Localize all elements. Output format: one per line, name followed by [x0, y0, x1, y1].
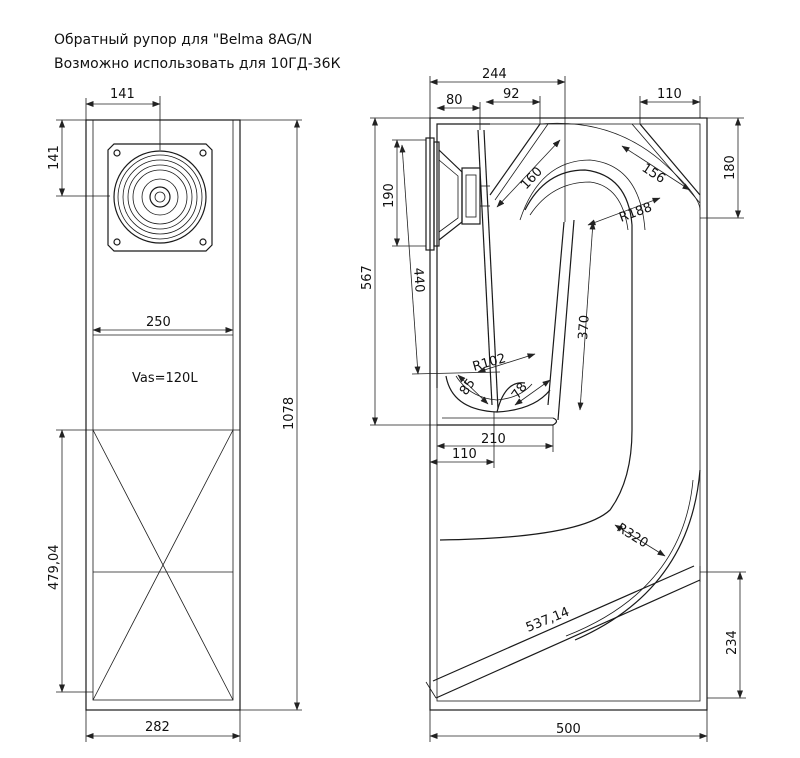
- dim-total-height: 1078: [282, 397, 297, 430]
- dim-speaker-height: 141: [47, 145, 62, 170]
- dim-r320: R320: [614, 521, 651, 552]
- dim-110-top: 110: [657, 87, 682, 102]
- dim-r188: R188: [617, 200, 654, 226]
- side-view: 244 80 92 110 180 190 160 156 R188 567 4…: [360, 67, 746, 742]
- dim-156: 156: [639, 161, 668, 187]
- horn-mouth-panel: [432, 565, 695, 682]
- side-outer-panel: [429, 117, 708, 711]
- dim-80: 80: [446, 93, 463, 108]
- horn-curve-main: [439, 169, 633, 541]
- side-inner-panel: [436, 123, 701, 702]
- dim-190: 190: [382, 183, 397, 208]
- dim-210: 210: [481, 432, 506, 447]
- dim-inner-width: 250: [146, 315, 171, 330]
- dim-r102: R102: [471, 351, 508, 375]
- dim-lower-height: 479,04: [47, 545, 62, 591]
- dim-outer-width: 282: [145, 720, 170, 735]
- front-view: Vas=120L 141 141 250 479,04 1078 282: [47, 87, 302, 742]
- dim-160: 160: [518, 164, 546, 192]
- front-outer-panel: [85, 119, 241, 711]
- dim-180: 180: [723, 155, 738, 180]
- dim-110-bottom: 110: [452, 447, 477, 462]
- dim-92: 92: [503, 87, 520, 102]
- front-inner-panel: [92, 119, 234, 701]
- dim-370: 370: [576, 314, 593, 340]
- dim-440: 440: [410, 267, 427, 293]
- speaker-front-icon: [107, 143, 213, 252]
- dim-78: 78: [509, 380, 531, 402]
- dim-speaker-width: 141: [110, 87, 135, 102]
- dim-top-width: 244: [482, 67, 507, 82]
- dim-85: 85: [457, 376, 479, 398]
- vas-label: Vas=120L: [132, 371, 198, 386]
- port-cross-line-b: [92, 429, 234, 701]
- speaker-side-icon: [425, 137, 490, 251]
- title-line-2: Возможно использовать для 10ГД-36К: [54, 56, 341, 72]
- dim-567: 567: [360, 265, 375, 290]
- dim-234: 234: [725, 630, 740, 655]
- dim-500: 500: [556, 722, 581, 737]
- title-line-1: Обратный рупор для "Belma 8AG/N: [54, 32, 312, 48]
